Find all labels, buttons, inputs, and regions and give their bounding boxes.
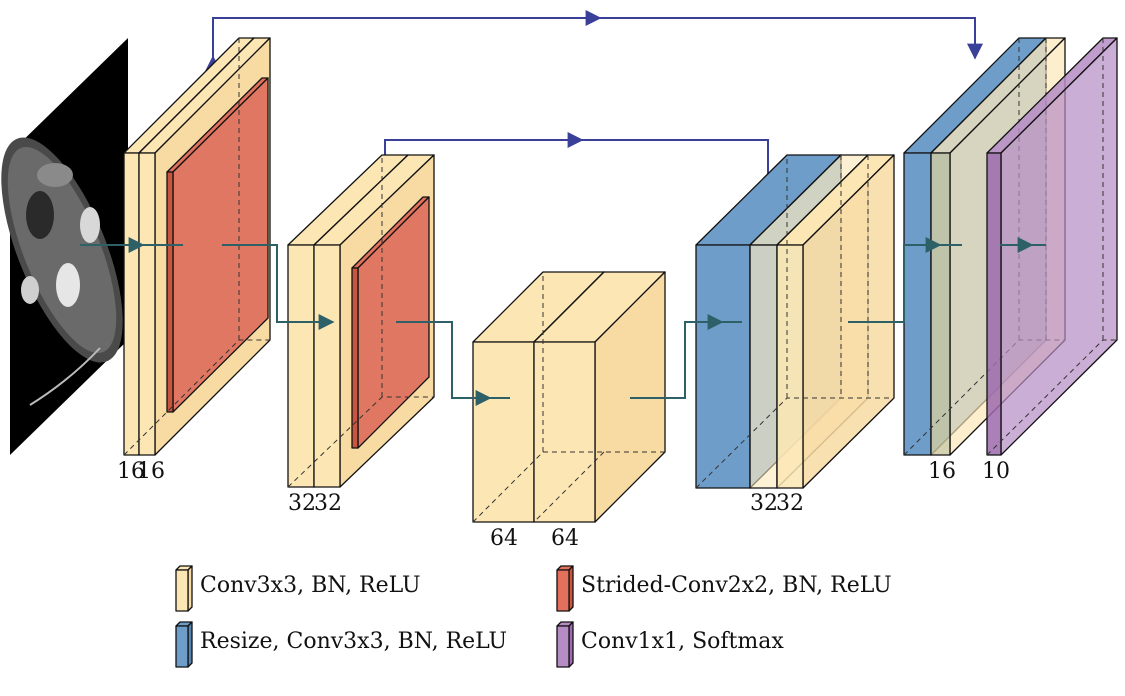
label-bott-a: 64 [490,526,518,551]
label-dec2-b: 32 [776,491,804,516]
label-bott-b: 64 [551,526,579,551]
encoder-stage-2: 32 32 [287,154,435,516]
label-out: 10 [982,459,1010,484]
legend-item-resize: Resize, Conv3x3, BN, ReLU [175,621,507,668]
legend-item-conv: Conv3x3, BN, ReLU [175,565,421,612]
legend-item-softmax: Conv1x1, Softmax [556,621,784,668]
output-stage: 10 [982,37,1118,484]
label-dec2-a: 32 [750,491,778,516]
legend-item-strided: Strided-Conv2x2, BN, ReLU [556,565,892,612]
label-enc1-a: 16 [117,459,145,484]
label-dec1: 16 [928,459,956,484]
ct-input-image [1,38,128,455]
legend-label-resize: Resize, Conv3x3, BN, ReLU [200,629,507,654]
encoder-stage-1: 16 16 [117,37,271,484]
skip-connection-1 [205,10,983,97]
label-enc1-b: 16 [137,459,165,484]
legend: Conv3x3, BN, ReLU Strided-Conv2x2, BN, R… [175,565,892,668]
bottleneck-stage: 64 64 [472,271,666,551]
legend-label-strided: Strided-Conv2x2, BN, ReLU [581,573,892,598]
label-enc2-b: 32 [314,491,342,516]
enc1-strided-conv [166,77,269,413]
legend-label-conv: Conv3x3, BN, ReLU [200,573,421,598]
skip-connection-2 [377,132,776,214]
label-enc2-a: 32 [288,491,316,516]
enc2-strided-conv [351,196,430,449]
out-softmax [986,37,1118,456]
forward-flow-arrows [80,237,1046,406]
legend-label-softmax: Conv1x1, Softmax [581,629,784,654]
decoder-stage-2: 32 32 [695,154,895,516]
